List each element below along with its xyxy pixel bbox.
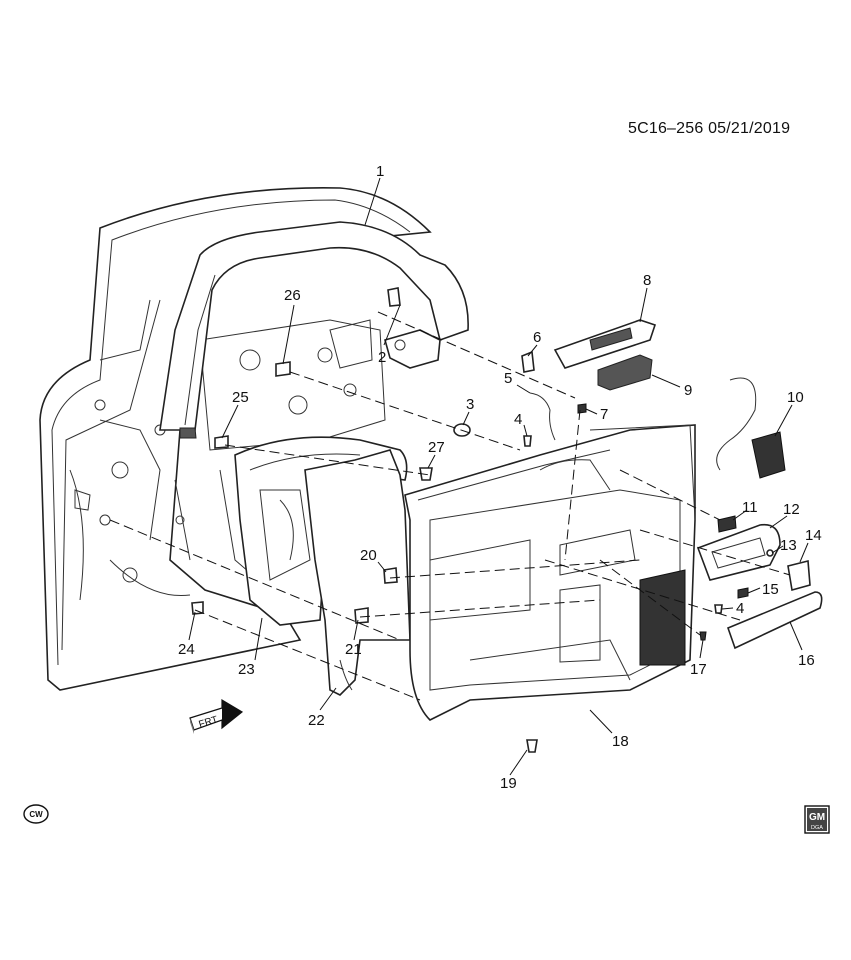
gm-logo-top: GM [809, 812, 825, 823]
part-26-clip [275, 361, 291, 377]
part-4-screw [523, 435, 532, 447]
frt-label: FRT [198, 714, 220, 730]
callout-6: 6 [533, 329, 541, 346]
callout-5: 5 [504, 370, 512, 387]
callout-14: 14 [805, 527, 822, 544]
callout-3: 3 [466, 396, 474, 413]
callout-23: 23 [238, 661, 255, 678]
callout-15: 15 [762, 581, 779, 598]
gm-logo-bottom: DGA [811, 825, 823, 831]
part-4b-screw [714, 604, 723, 614]
part-17-screw [699, 631, 707, 641]
part-18-trim-panel [404, 424, 696, 721]
callout-12: 12 [783, 501, 800, 518]
part-7-clip [577, 403, 587, 414]
explosion-lines [109, 311, 791, 701]
part-19-screw [526, 739, 538, 753]
part-16-molding [726, 591, 823, 650]
callout-4b: 4 [736, 600, 744, 617]
callout-16: 16 [798, 652, 815, 669]
callout-9: 9 [684, 382, 692, 399]
callout-25: 25 [232, 389, 249, 406]
callout-24: 24 [178, 641, 195, 658]
callout-19: 19 [500, 775, 517, 792]
callout-4: 4 [514, 411, 522, 428]
part-9-switch [597, 354, 653, 391]
callout-8: 8 [643, 272, 651, 289]
part-5-wire [529, 392, 556, 441]
part-15-clip [737, 587, 749, 599]
part-21-clip [354, 607, 369, 624]
callout-10: 10 [787, 389, 804, 406]
callouts: 1 2 3 4 5 6 7 8 9 10 11 12 13 14 15 4 16… [178, 163, 822, 792]
part-6-bracket [521, 350, 535, 373]
callout-2: 2 [378, 349, 386, 366]
callout-7: 7 [600, 406, 608, 423]
callout-20: 20 [360, 547, 377, 564]
front-arrow: FRT [189, 698, 244, 734]
part-10-harness [716, 377, 786, 479]
callout-17: 17 [690, 661, 707, 678]
part-22-panel [304, 449, 411, 696]
diagram-id-date: 5C16–256 05/21/2019 [628, 120, 791, 137]
part-11-clip [717, 515, 737, 533]
callout-18: 18 [612, 733, 629, 750]
callout-11: 11 [742, 499, 758, 516]
part-25-clip [214, 435, 229, 449]
leader-lines [188, 177, 809, 776]
part-1-window-frame [159, 221, 469, 439]
gm-logo: GM DGA [804, 805, 830, 834]
callout-22: 22 [308, 712, 325, 729]
part-13-screw [766, 549, 774, 557]
rear-panel [589, 424, 696, 521]
callout-13: 13 [780, 537, 797, 554]
callout-26: 26 [284, 287, 301, 304]
callout-27: 27 [428, 439, 445, 456]
part-20-clip [383, 567, 398, 584]
inner-door-structure [154, 319, 386, 591]
callout-1: 1 [376, 163, 384, 180]
part-8-switch-bezel [553, 319, 657, 369]
callout-21: 21 [345, 641, 362, 658]
cw-badge: CW [23, 804, 49, 824]
cw-label: CW [29, 810, 43, 819]
part-14-cap [787, 559, 811, 592]
